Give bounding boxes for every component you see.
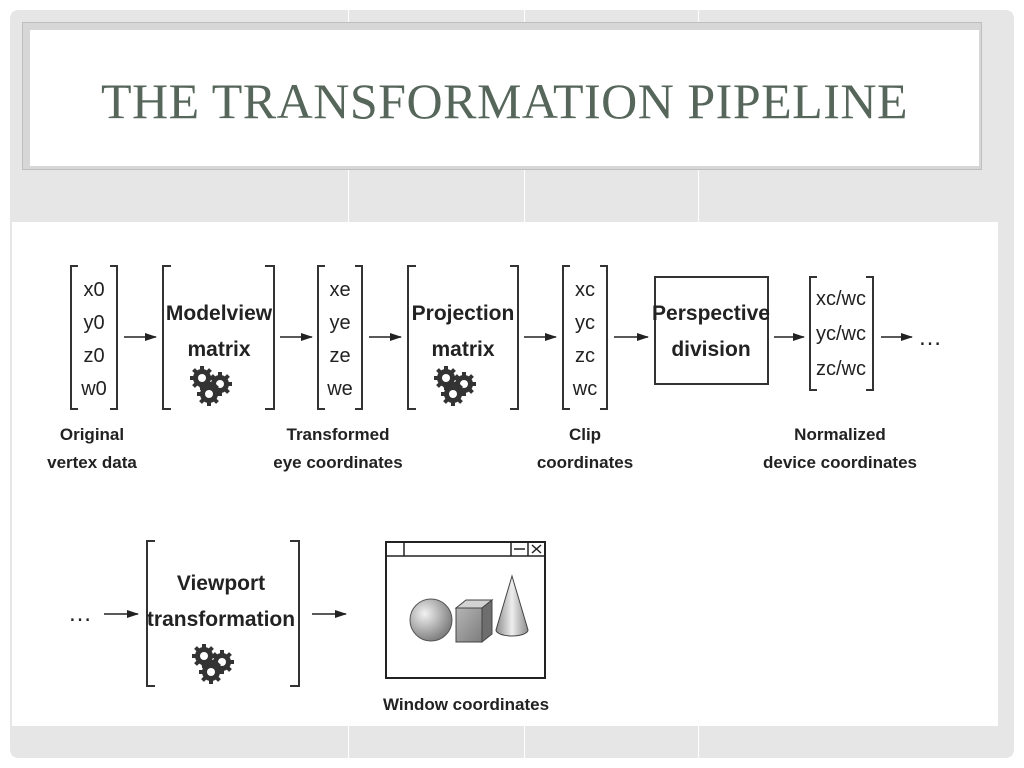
ndc-vector-bracket bbox=[809, 276, 874, 391]
caption-original-line: Original bbox=[60, 425, 124, 444]
vector-component: we bbox=[326, 378, 353, 400]
vector-component: xe bbox=[329, 279, 350, 301]
viewport-bracket bbox=[146, 540, 300, 687]
clip-vector-bracket bbox=[562, 265, 608, 410]
caption-clip-line: Clip bbox=[569, 425, 601, 444]
vector-component: zc bbox=[575, 345, 595, 367]
title-box bbox=[30, 30, 979, 166]
gears-icon bbox=[192, 644, 234, 684]
gears-icon bbox=[190, 366, 232, 406]
vector-component: wc bbox=[572, 378, 597, 400]
cone-icon bbox=[495, 574, 529, 637]
modelview-label-line: matrix bbox=[187, 338, 250, 361]
projection-label-line: matrix bbox=[431, 338, 494, 361]
close-icon bbox=[531, 544, 542, 554]
caption-eye-line: eye coordinates bbox=[273, 453, 402, 472]
projection-bracket bbox=[407, 265, 519, 410]
caption-clip-line: coordinates bbox=[537, 453, 633, 472]
original-vector-bracket bbox=[70, 265, 118, 410]
cube-icon bbox=[454, 598, 494, 644]
perspective-label-line: Perspective bbox=[652, 302, 770, 325]
viewport-label-line: Viewport bbox=[177, 572, 265, 595]
eye-vector-bracket bbox=[317, 265, 363, 410]
vector-component: yc/wc bbox=[816, 323, 866, 345]
caption-eye-line: Transformed bbox=[287, 425, 390, 444]
vector-component: ye bbox=[329, 312, 350, 334]
slide-title: THE TRANSFORMATION PIPELINE bbox=[100, 73, 909, 129]
vector-component: w0 bbox=[80, 378, 107, 400]
ellipsis-continue: … bbox=[918, 324, 942, 351]
vector-component: x0 bbox=[83, 279, 104, 301]
caption-window: Window coordinates bbox=[383, 695, 549, 714]
vector-component: yc bbox=[575, 312, 595, 334]
vector-component: xc bbox=[575, 279, 595, 301]
vector-component: zc/wc bbox=[816, 358, 866, 380]
projection-label-line: Projection bbox=[412, 302, 515, 325]
caption-ndc-line: Normalized bbox=[794, 425, 886, 444]
modelview-bracket bbox=[162, 265, 275, 410]
gears-icon bbox=[434, 366, 476, 406]
vector-component: xc/wc bbox=[816, 288, 866, 310]
perspective-division-box bbox=[654, 276, 769, 385]
window-icon bbox=[385, 541, 546, 679]
viewport-label-line: transformation bbox=[147, 608, 295, 631]
modelview-label-line: Modelview bbox=[166, 302, 273, 325]
perspective-label-line: division bbox=[671, 338, 750, 361]
caption-ndc-line: device coordinates bbox=[763, 453, 917, 472]
sphere-icon bbox=[409, 598, 453, 642]
ellipsis-continue: … bbox=[68, 600, 92, 627]
vector-component: ze bbox=[329, 345, 350, 367]
caption-original-line: vertex data bbox=[47, 453, 137, 472]
vector-component: y0 bbox=[83, 312, 104, 334]
vector-component: z0 bbox=[83, 345, 104, 367]
